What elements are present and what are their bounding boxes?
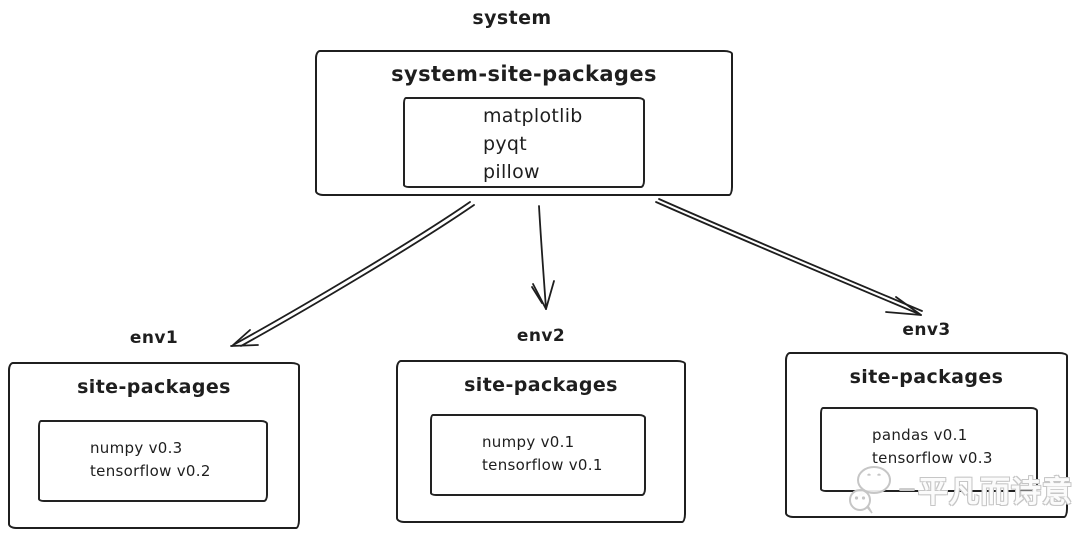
env1-package-list: numpy v0.3 tensorflow v0.2 — [40, 422, 266, 483]
env3-box-title: site-packages — [849, 366, 1004, 388]
env1-packages-inner-box: numpy v0.3 tensorflow v0.2 — [38, 420, 268, 502]
arrow-head — [545, 280, 555, 310]
env2-package-list: numpy v0.1 tensorflow v0.1 — [432, 416, 644, 477]
env2-packages-inner-box: numpy v0.1 tensorflow v0.1 — [430, 414, 646, 496]
env2-box: site-packages numpy v0.1 tensorflow v0.1 — [396, 360, 686, 523]
system-packages-inner-box: matplotlib pyqt pillow — [403, 97, 645, 188]
arrow-shaft — [234, 201, 471, 345]
env1-box: site-packages numpy v0.3 tensorflow v0.2 — [8, 362, 300, 529]
system-site-packages-box: system-site-packages matplotlib pyqt pil… — [315, 50, 733, 196]
env3-box: site-packages pandas v0.1 tensorflow v0.… — [785, 352, 1068, 518]
watermark-dash — [899, 487, 915, 491]
wechat-icon — [849, 466, 891, 514]
package-item: numpy v0.1 — [482, 433, 575, 451]
env3-package-list: pandas v0.1 tensorflow v0.3 — [822, 409, 1036, 470]
watermark-text: 平凡而诗意 — [918, 475, 1073, 510]
arrow-shaft — [655, 201, 920, 315]
arrow-head — [531, 286, 543, 304]
env1-label: env1 — [129, 328, 179, 348]
arrow-head — [895, 296, 922, 316]
arrow-shaft — [658, 198, 923, 312]
package-item: tensorflow v0.3 — [872, 449, 993, 467]
arrow-system-to-env2 — [531, 205, 555, 310]
arrow-head — [532, 283, 547, 310]
package-item: pandas v0.1 — [872, 426, 968, 444]
arrow-head — [885, 311, 922, 316]
env2-box-title: site-packages — [464, 374, 618, 396]
watermark: 平凡而诗意 — [844, 460, 1073, 518]
env1-box-title: site-packages — [77, 376, 231, 398]
arrow-shaft — [538, 205, 547, 310]
package-item: matplotlib — [483, 105, 583, 127]
package-item: pyqt — [483, 133, 528, 155]
package-item: numpy v0.3 — [90, 439, 183, 457]
system-label: system — [472, 7, 552, 29]
package-item: tensorflow v0.1 — [482, 456, 603, 474]
system-package-list: matplotlib pyqt pillow — [405, 99, 643, 186]
arrow-system-to-env3 — [655, 198, 923, 316]
env3-packages-inner-box: pandas v0.1 tensorflow v0.3 — [820, 407, 1038, 492]
env2-label: env2 — [516, 326, 566, 346]
system-box-title: system-site-packages — [391, 62, 657, 86]
arrow-shaft — [240, 204, 475, 347]
arrow-system-to-env1 — [230, 201, 475, 347]
package-item: tensorflow v0.2 — [90, 462, 211, 480]
env3-label: env3 — [902, 320, 951, 340]
package-item: pillow — [483, 161, 540, 183]
